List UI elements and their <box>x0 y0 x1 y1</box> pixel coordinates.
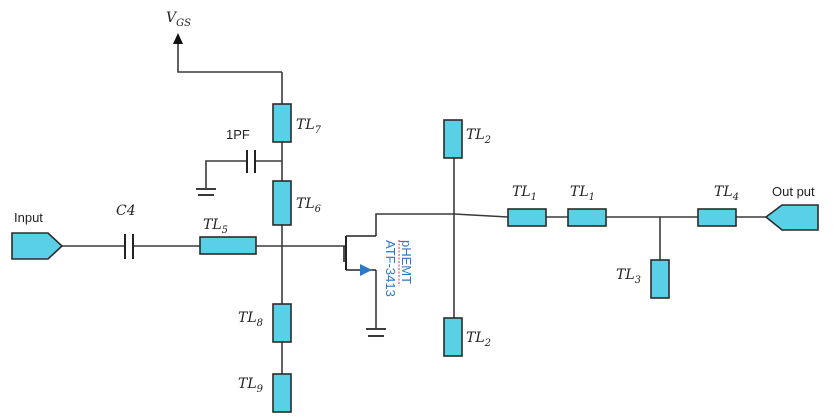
tl6-stub <box>272 180 292 226</box>
transistor-type-label: pHEMT <box>399 240 414 284</box>
ground-icon-source <box>366 328 386 337</box>
wire-drain-up <box>375 213 454 236</box>
tl1-a-line <box>507 208 547 227</box>
ground-icon-cap <box>196 188 216 196</box>
wire-cap-ground <box>205 160 246 188</box>
tl9-stub <box>272 373 292 413</box>
input-port <box>11 232 64 260</box>
tl5-line <box>199 236 257 255</box>
output-label: Out put <box>772 184 815 199</box>
transistor-arrow-icon <box>360 264 372 276</box>
tl6-label: TL6 <box>296 196 322 215</box>
transistor-label-group: pHEMT ATF-3413 <box>383 240 414 297</box>
tl4-line <box>697 208 737 227</box>
capacitor-c4 <box>124 234 134 259</box>
tl5-label: TL5 <box>203 217 228 236</box>
transistor-model-label: ATF-3413 <box>383 240 398 297</box>
c4-label: C4 <box>116 203 136 219</box>
tl3-stub <box>650 259 670 299</box>
tl9-label: TL9 <box>238 376 264 395</box>
wires <box>60 44 768 374</box>
cap-1pf-label: 1PF <box>226 127 250 142</box>
tl1-a-label: TL1 <box>512 184 537 203</box>
tl1-b-label: TL1 <box>570 184 595 203</box>
transistor-phemt <box>343 235 376 276</box>
tl8-stub <box>272 303 292 343</box>
tl2-bottom-stub <box>443 317 463 357</box>
tl8-label: TL8 <box>238 310 263 329</box>
tl4-label: TL4 <box>714 184 739 203</box>
tl3-label: TL3 <box>616 267 641 286</box>
tl2-top-stub <box>443 119 463 159</box>
wire-vgs <box>177 44 282 73</box>
vgs-arrow-icon <box>173 33 183 44</box>
tl2-bottom-label: TL2 <box>466 330 491 349</box>
output-port <box>764 204 819 231</box>
input-label: Input <box>14 210 43 225</box>
vgs-label: VGS <box>166 10 191 29</box>
tl1-b-line <box>567 208 607 227</box>
wire-drain-tl1a <box>453 213 509 218</box>
tl7-label: TL7 <box>296 117 322 136</box>
tl7-stub <box>272 103 292 143</box>
capacitor-1pf <box>246 150 256 173</box>
tl2-top-label: TL2 <box>466 127 491 146</box>
